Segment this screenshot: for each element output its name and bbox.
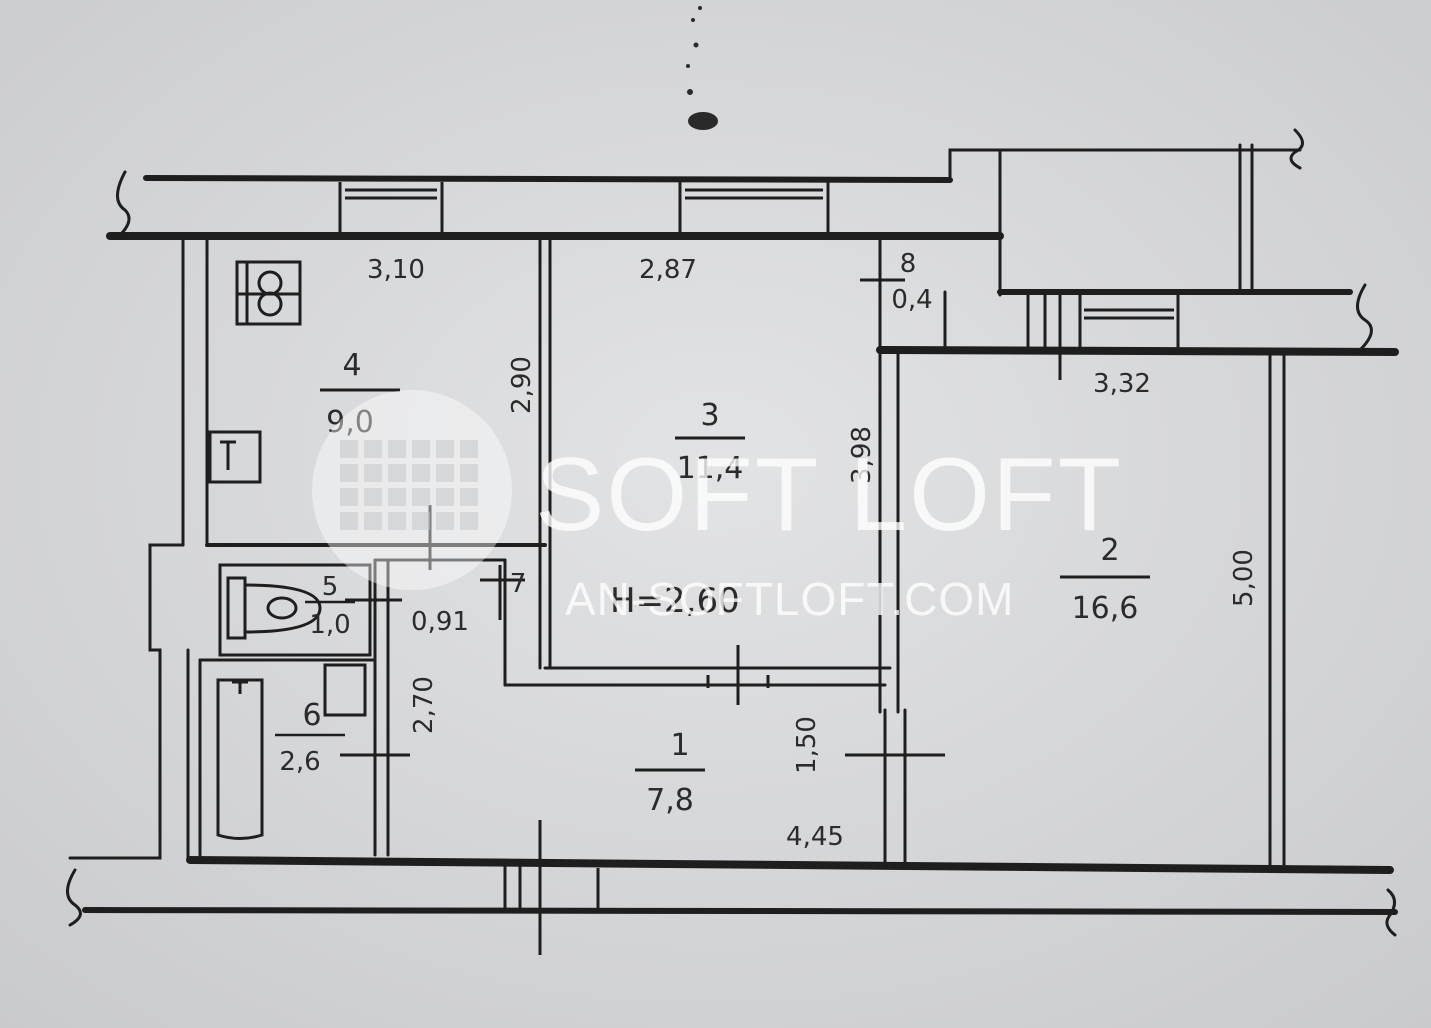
toilet-icon [226,576,322,640]
room-4-number: 4 [342,348,361,383]
room-1-area: 7,8 [646,783,694,818]
room-5-number: 5 [322,572,339,602]
room-6-number: 6 [302,698,321,733]
room-2-number: 2 [1100,533,1119,568]
dim-hall-bottom: 4,45 [786,822,844,852]
room-6-area: 2,6 [279,747,320,777]
sink-icon [208,430,262,484]
ceiling-height: H=2,60 [610,581,740,621]
dim-kitchen-side: 2,90 [507,356,537,414]
window-room-3 [678,182,830,236]
room-5-area: 1,0 [309,610,350,640]
fixtures [208,260,367,840]
watermark-logo-icon [312,390,512,590]
windows [338,182,1180,955]
ink-specks [686,6,718,130]
room-3-area: 11,4 [677,451,744,486]
dim-room3-side: 3,98 [847,426,877,484]
room-8-number: 8 [900,249,917,279]
watermark-brand: SOFT LOFT [535,437,1123,553]
window-room-2 [1026,295,1180,350]
room-7-number: 7 [510,569,527,599]
stove-icon [235,260,302,326]
watermark: SOFT LOFT AN-SOFTLOFT.COM [312,390,1123,625]
dim-room2-side: 5,00 [1229,549,1259,607]
room-4-area: 9,0 [326,405,374,440]
dim-wc-width: 0,91 [411,607,469,637]
door-marks [340,250,1062,757]
watermark-url: AN-SOFTLOFT.COM [565,573,1014,625]
dim-room3-top: 2,87 [639,255,697,285]
entrance-door-marks [503,820,600,955]
bathtub-icon [216,678,264,840]
room-2-area: 16,6 [1072,591,1139,626]
dim-kitchen-top: 3,10 [367,255,425,285]
dim-bath-side: 2,70 [409,676,439,734]
washbasin-icon [323,663,367,717]
dim-hall-side: 1,50 [792,716,822,774]
room-labels: 4 9,0 3 11,4 2 16,6 1 7,8 5 1,0 6 2,6 7 … [275,249,1150,818]
room-8-area: 0,4 [891,285,932,315]
window-kitchen [338,182,444,236]
room-1-number: 1 [670,728,689,763]
dimension-labels: 3,10 2,87 3,32 4,45 0,91 2,90 3,98 5,00 … [367,255,1259,852]
room-3-number: 3 [700,398,719,433]
walls [66,128,1399,937]
dim-room2-top: 3,32 [1093,369,1151,399]
